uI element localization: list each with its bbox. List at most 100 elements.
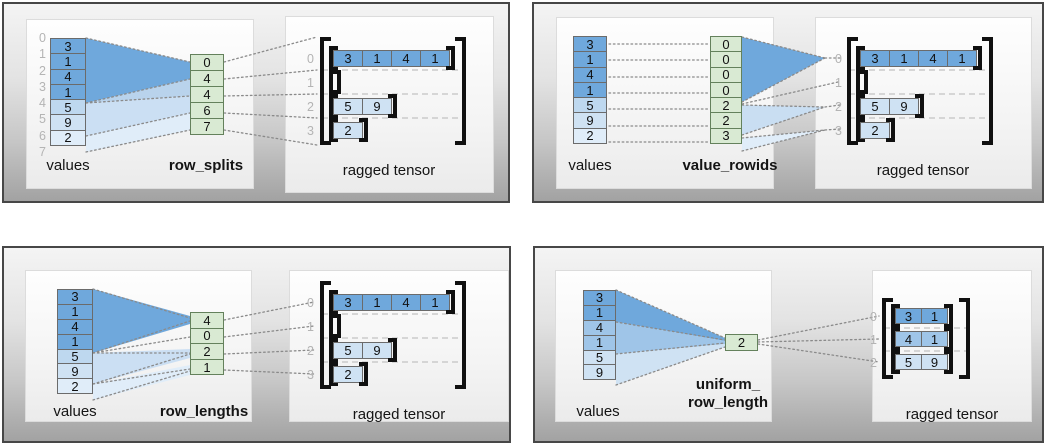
value-cell: 1 bbox=[573, 51, 607, 68]
tensor-open-bracket bbox=[847, 37, 858, 145]
ragged-cell: 9 bbox=[889, 97, 919, 115]
ragged-row: 5 9 bbox=[856, 94, 924, 118]
row-index-label: 2 bbox=[870, 356, 877, 370]
method-cell: 4 bbox=[190, 312, 224, 329]
row-index-label: 2 bbox=[835, 100, 842, 114]
ragged-cell: 4 bbox=[895, 331, 922, 347]
method-cell: 0 bbox=[710, 66, 742, 83]
value-rowids-quadrant: 3 1 4 1 5 9 2 0 0 0 0 2 2 3 values value… bbox=[532, 2, 1044, 203]
method-label: row_length bbox=[687, 394, 768, 411]
boundary-index-label: 6 bbox=[39, 129, 46, 143]
ragged-cell: 4 bbox=[391, 49, 421, 67]
ragged-row: 5 9 bbox=[891, 350, 953, 374]
row-open-bracket bbox=[856, 94, 865, 118]
method-cell: 0 bbox=[710, 36, 742, 53]
ragged-cell: 1 bbox=[420, 293, 450, 311]
ragged-cell: 2 bbox=[333, 121, 363, 139]
ragged-cell: 2 bbox=[333, 365, 363, 383]
method-cell: 2 bbox=[725, 334, 758, 351]
method-label: value_rowids bbox=[682, 157, 778, 174]
row-index-label: 3 bbox=[835, 124, 842, 138]
ragged-cell: 5 bbox=[333, 341, 363, 359]
tensor-close-bracket bbox=[982, 37, 993, 145]
row-index-label: 1 bbox=[870, 333, 877, 347]
method-cell: 2 bbox=[710, 97, 742, 114]
ragged-row: 5 9 bbox=[329, 338, 397, 362]
boundary-index-label: 2 bbox=[39, 64, 46, 78]
value-cell: 9 bbox=[57, 363, 93, 380]
ragged-row: 3 1 4 1 bbox=[329, 290, 455, 314]
ragged-tensor-label: ragged tensor bbox=[352, 406, 446, 423]
method-cell: 2 bbox=[710, 112, 742, 129]
value-cell: 1 bbox=[583, 304, 616, 321]
ragged-cell: 9 bbox=[362, 97, 392, 115]
row-splits-column: 0 4 4 6 7 bbox=[190, 54, 224, 135]
boundary-index-label: 0 bbox=[39, 31, 46, 45]
row-open-bracket bbox=[891, 350, 900, 374]
values-label: values bbox=[46, 157, 90, 174]
tensor-open-bracket bbox=[320, 281, 331, 389]
row-close-bracket bbox=[332, 314, 341, 338]
ragged-row: 4 1 bbox=[891, 327, 953, 351]
row-open-bracket bbox=[329, 338, 338, 362]
ragged-row bbox=[329, 70, 341, 94]
values-label: values bbox=[568, 157, 612, 174]
values-column: 3 1 4 1 5 9 2 bbox=[50, 38, 86, 147]
ragged-cell: 3 bbox=[333, 293, 363, 311]
row-index-label: 0 bbox=[307, 296, 314, 310]
row-close-bracket bbox=[388, 338, 397, 362]
row-open-bracket bbox=[329, 46, 338, 70]
row-open-bracket bbox=[891, 304, 900, 328]
value-cell: 1 bbox=[57, 303, 93, 320]
ragged-cell: 9 bbox=[921, 354, 948, 370]
value-cell: 3 bbox=[50, 38, 86, 55]
tensor-close-bracket bbox=[959, 298, 970, 379]
ragged-cell: 1 bbox=[420, 49, 450, 67]
method-cell: 0 bbox=[710, 51, 742, 68]
tensor-close-bracket bbox=[455, 37, 466, 145]
ragged-cell: 4 bbox=[391, 293, 421, 311]
row-open-bracket bbox=[329, 94, 338, 118]
value-cell: 5 bbox=[573, 97, 607, 114]
ragged-cell: 1 bbox=[921, 308, 948, 324]
row-open-bracket bbox=[329, 118, 338, 142]
boundary-index-label: 7 bbox=[39, 145, 46, 159]
method-label: row_splits bbox=[168, 157, 244, 174]
ragged-cell: 3 bbox=[333, 49, 363, 67]
value-cell: 4 bbox=[50, 68, 86, 85]
row-index-label: 2 bbox=[307, 344, 314, 358]
tensor-open-bracket bbox=[882, 298, 893, 379]
ragged-tensor-label: ragged tensor bbox=[876, 162, 970, 179]
values-column: 3 1 4 1 5 9 2 bbox=[573, 36, 607, 145]
values-label: values bbox=[576, 403, 620, 420]
method-label: row_lengths bbox=[159, 403, 249, 420]
ragged-tensor-label: ragged tensor bbox=[905, 406, 999, 423]
ragged-cell: 4 bbox=[918, 49, 948, 67]
method-cell: 0 bbox=[190, 327, 224, 345]
ragged-tensor-label: ragged tensor bbox=[342, 162, 436, 179]
boundary-index-label: 3 bbox=[39, 80, 46, 94]
value-cell: 5 bbox=[583, 349, 616, 366]
value-cell: 5 bbox=[50, 99, 86, 116]
row-close-bracket bbox=[973, 46, 982, 70]
ragged-cell: 2 bbox=[860, 121, 890, 139]
method-cell: 7 bbox=[190, 118, 224, 135]
value-cell: 9 bbox=[583, 364, 616, 381]
boundary-index-label: 1 bbox=[39, 47, 46, 61]
ragged-cell: 1 bbox=[362, 49, 392, 67]
ragged-cell: 5 bbox=[333, 97, 363, 115]
ragged-row: 5 9 bbox=[329, 94, 397, 118]
ragged-cell: 1 bbox=[889, 49, 919, 67]
row-open-bracket bbox=[856, 46, 865, 70]
tensor-close-bracket bbox=[455, 281, 466, 389]
row-close-bracket bbox=[886, 118, 895, 142]
row-close-bracket bbox=[446, 290, 455, 314]
value-cell: 1 bbox=[57, 333, 93, 350]
method-cell: 0 bbox=[710, 81, 742, 99]
value-cell: 3 bbox=[583, 290, 616, 306]
row-index-label: 1 bbox=[307, 76, 314, 90]
ragged-cell: 3 bbox=[860, 49, 890, 67]
value-cell: 2 bbox=[50, 129, 86, 147]
ragged-cell: 5 bbox=[860, 97, 890, 115]
row-index-label: 1 bbox=[307, 320, 314, 334]
